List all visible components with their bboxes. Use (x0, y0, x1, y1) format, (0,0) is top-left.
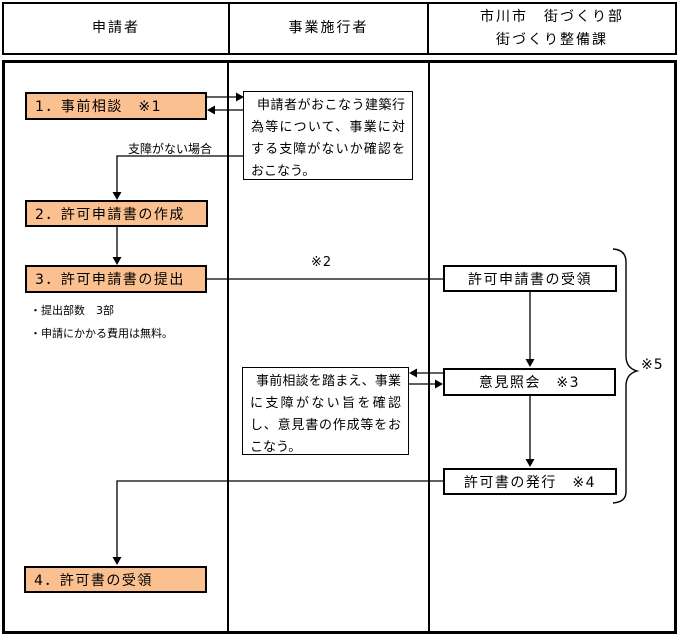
city-consult-label: 意見照会 ※3 (478, 375, 581, 391)
step4-box: 4．許可書の受領 (24, 566, 207, 593)
no-obstacle-label: 支障がない場合 (128, 142, 213, 156)
step3-note-fee: ・申請にかかる費用は無料。 (30, 327, 173, 340)
implementer-note2-box: 事前相談を踏まえ、事業に支障がない旨を確認し、意見書の作成等をおこなう。 (242, 367, 409, 455)
city-receive-label: 許可申請書の受領 (468, 271, 592, 288)
header-label-city-line1: 市川市 街づくり部 (480, 8, 624, 25)
step1-box: 1．事前相談 ※1 (25, 92, 207, 120)
city-issue-box: 許可書の発行 ※4 (443, 468, 617, 495)
header-label-implementer: 事業施行者 (288, 20, 369, 36)
step1-label: 1．事前相談 ※1 (35, 99, 163, 115)
step2-box: 2．許可申請書の作成 (25, 200, 208, 227)
ref2-label: ※2 (311, 255, 333, 270)
header-cell-implementer: 事業施行者 (230, 4, 429, 53)
header-cell-applicant: 申請者 (4, 4, 230, 53)
step4-label: 4．許可書の受領 (34, 572, 153, 589)
header-row: 申請者 事業施行者 市川市 街づくり部 街づくり整備課 (2, 2, 677, 55)
step3-note-copies: ・提出部数 3部 (30, 304, 114, 317)
column-divider-2 (428, 60, 430, 634)
step3-label: 3．許可申請書の提出 (35, 272, 185, 288)
city-issue-label: 許可書の発行 ※4 (463, 474, 597, 491)
header-cell-city: 市川市 街づくり部 街づくり整備課 (429, 4, 675, 53)
header-label-city-line2: 街づくり整備課 (496, 31, 608, 48)
header-label-applicant: 申請者 (92, 20, 140, 36)
step3-box: 3．許可申請書の提出 (25, 265, 207, 293)
step3-notes: ・提出部数 3部 ・申請にかかる費用は無料。 (30, 299, 173, 345)
city-receive-box: 許可申請書の受領 (443, 265, 617, 292)
implementer-note1-text: 申請者がおこなう建築行為等について、事業に対する支障がないか確認をおこなう。 (251, 98, 405, 179)
ref5-label: ※5 (641, 357, 664, 373)
implementer-note1-box: 申請者がおこなう建築行為等について、事業に対する支障がないか確認をおこなう。 (243, 91, 413, 180)
city-consult-box: 意見照会 ※3 (443, 368, 616, 396)
step2-label: 2．許可申請書の作成 (35, 206, 185, 223)
column-divider-1 (227, 60, 229, 634)
implementer-note2-text: 事前相談を踏まえ、事業に支障がない旨を確認し、意見書の作成等をおこなう。 (250, 374, 401, 455)
